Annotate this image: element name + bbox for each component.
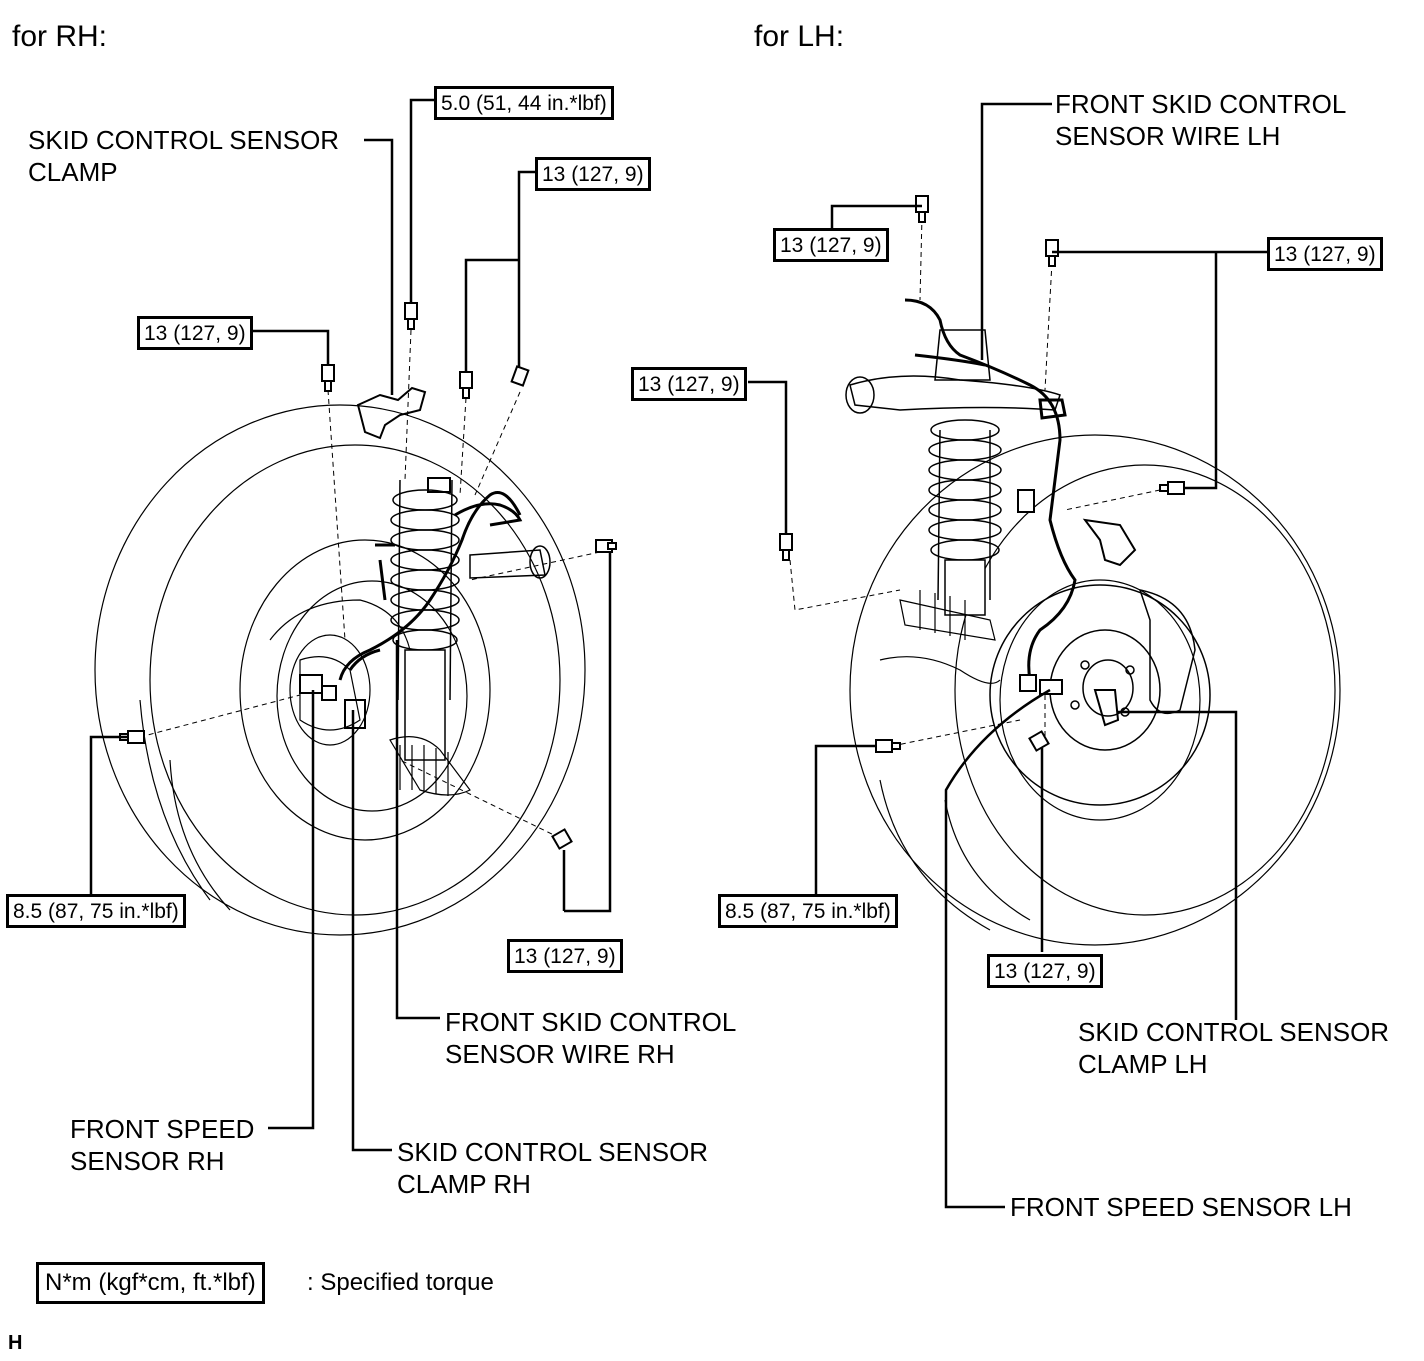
rh-callout-lines <box>89 98 612 1152</box>
rh-sensor-parts <box>299 477 451 729</box>
lh-disc-and-hub <box>989 584 1211 806</box>
lh-right-bolts-torque: 13 (127, 9) <box>1267 237 1383 271</box>
rh-bolts <box>119 302 617 850</box>
lh-clamp-label: SKID CONTROL SENSOR CLAMP LH <box>1078 1017 1390 1079</box>
rh-tire <box>94 404 586 936</box>
lh-clamp-bracket <box>1082 518 1137 727</box>
lh-left-bolt-torque: 13 (127, 9) <box>631 367 747 401</box>
lh-sensor-bolt-torque: 8.5 (87, 75 in.*lbf) <box>718 894 898 928</box>
lh-heading: for LH: <box>754 20 845 53</box>
lh-speed-sensor-label: FRONT SPEED SENSOR LH <box>1010 1192 1352 1222</box>
lh-wire-label: FRONT SKID CONTROL SENSOR WIRE LH <box>1055 89 1347 151</box>
rh-upper-bolts-torque: 13 (127, 9) <box>535 157 651 191</box>
rh-wire-label: FRONT SKID CONTROL SENSOR WIRE RH <box>445 1007 737 1069</box>
lh-tire <box>849 434 1341 946</box>
rh-lower-bolts-torque: 13 (127, 9) <box>507 939 623 973</box>
lh-lower-bolt-torque: 13 (127, 9) <box>987 954 1103 988</box>
lh-axle <box>879 590 1001 684</box>
rh-heading: for RH: <box>12 20 108 53</box>
rh-sensor-bolt-torque: 8.5 (87, 75 in.*lbf) <box>6 894 186 928</box>
rh-wire-harness <box>338 491 523 681</box>
lh-assembly-drawing <box>748 102 1341 1209</box>
torque-legend-text: : Specified torque <box>307 1269 494 1296</box>
rh-leader-dashes <box>139 329 601 839</box>
rh-speed-sensor-label: FRONT SPEED SENSOR RH <box>70 1114 255 1176</box>
lh-callout-lines <box>748 102 1270 1209</box>
rh-clamp-label: SKID CONTROL SENSOR CLAMP RH <box>397 1137 709 1199</box>
lh-sensor-parts <box>1017 489 1063 695</box>
rh-clamp-bracket <box>356 386 427 440</box>
rh-clamp-bolt-torque: 5.0 (51, 44 in.*lbf) <box>434 86 614 120</box>
rh-left-bolt-torque: 13 (127, 9) <box>137 316 253 350</box>
lh-leader-dashes <box>789 215 1161 747</box>
rh-clamp-top-label: SKID CONTROL SENSOR CLAMP <box>28 125 340 187</box>
torque-legend-box: N*m (kgf*cm, ft.*lbf) <box>36 1262 265 1304</box>
lh-wire-harness <box>904 298 1077 681</box>
rh-assembly-drawing <box>89 98 617 1152</box>
lh-top-bolt-torque: 13 (127, 9) <box>773 228 889 262</box>
rh-strut-spring <box>390 479 551 761</box>
figure-code: H <box>8 1332 23 1354</box>
